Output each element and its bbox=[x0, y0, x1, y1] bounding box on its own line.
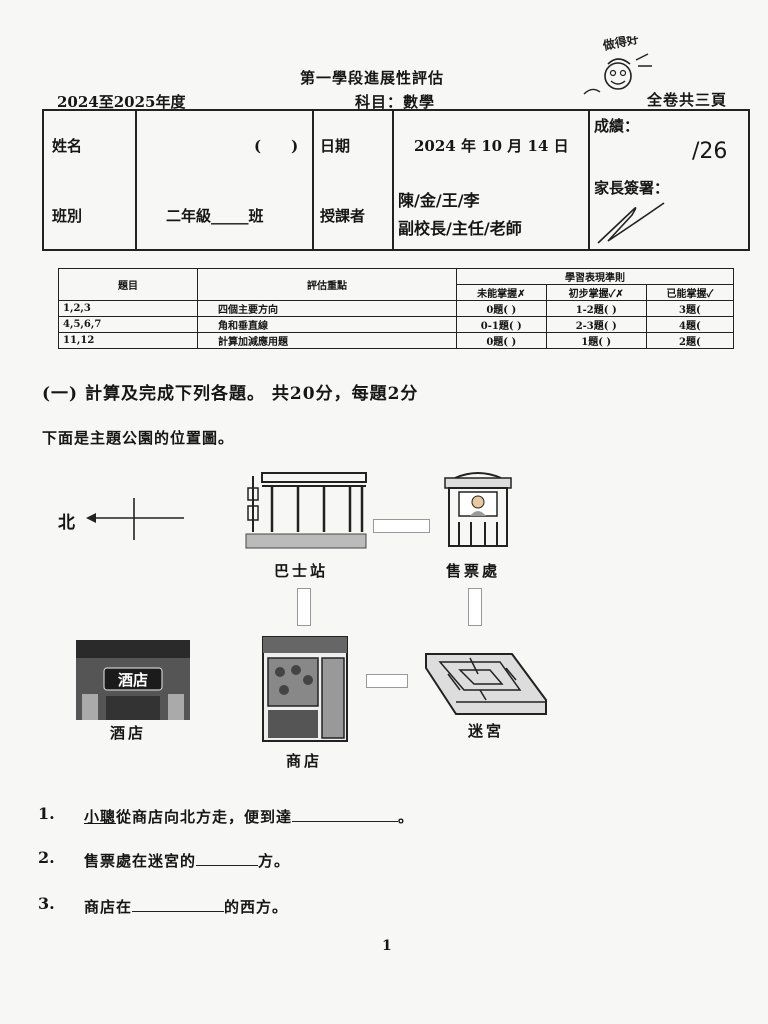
teacher-label: 授課者 bbox=[320, 207, 366, 225]
question-3: 商店在 的西方。 bbox=[84, 896, 288, 917]
row-level1: 0-1題( ) bbox=[456, 316, 547, 333]
teacher-roles: 副校長/主任/老師 bbox=[398, 219, 522, 238]
path-connector bbox=[297, 588, 311, 626]
row-level1: 0題( ) bbox=[456, 332, 547, 349]
section-heading: (一) 計算及完成下列各題。 共20分，每題2分 bbox=[42, 384, 419, 404]
paper-title: 第一學段進展性評估 bbox=[300, 69, 445, 87]
table-row: 11,12 計算加減應用題 0題( ) 1題( ) 2題( bbox=[58, 332, 735, 349]
ticket-office-icon bbox=[444, 472, 512, 547]
hotel-icon: 酒店 bbox=[76, 640, 190, 720]
question-suffix: 方。 bbox=[258, 852, 291, 870]
school-year: 2024至2025年度 bbox=[57, 93, 186, 111]
page-number: 1 bbox=[382, 938, 392, 954]
row-focus: 角和垂直線 bbox=[197, 316, 457, 333]
col-level1: 未能掌握✗ bbox=[456, 284, 547, 301]
question-text: 商店在 bbox=[84, 898, 133, 916]
path-connector bbox=[373, 519, 430, 533]
question-number: 3. bbox=[38, 894, 55, 913]
answer-blank[interactable] bbox=[292, 807, 399, 822]
name-label: 姓名 bbox=[52, 137, 83, 155]
table-row: 1,2,3 四個主要方向 0題( ) 1-2題( ) 3題( bbox=[58, 300, 735, 317]
path-connector bbox=[468, 588, 482, 626]
section-intro: 下面是主題公園的位置圖。 bbox=[42, 429, 235, 447]
seat-number-field[interactable]: ( ) bbox=[254, 137, 299, 155]
north-label: 北 bbox=[58, 513, 75, 533]
row-level3: 4題( bbox=[645, 316, 735, 333]
col-level2: 初步掌握✓✗ bbox=[545, 284, 647, 301]
score-label: 成績： bbox=[594, 117, 640, 135]
score-value: /26 bbox=[692, 139, 728, 164]
row-topic: 4,5,6,7 bbox=[58, 316, 198, 333]
question-suffix: 的西方。 bbox=[224, 898, 289, 916]
row-level2: 1-2題( ) bbox=[545, 300, 647, 317]
maze-icon bbox=[425, 653, 547, 715]
student-info-table: 姓名 ( ) 日期 2024 年 10 月 14 日 成績： /26 班別 二年… bbox=[42, 109, 750, 251]
row-level2: 1題( ) bbox=[545, 332, 647, 349]
row-topic: 11,12 bbox=[58, 332, 198, 349]
col-level3: 已能掌握✓ bbox=[645, 284, 735, 301]
question-text: 從商店向北方走，便到達 bbox=[116, 808, 293, 826]
class-label: 班別 bbox=[52, 207, 83, 225]
north-arrow-icon bbox=[86, 498, 184, 540]
col-standard: 學習表現準則 bbox=[456, 268, 734, 285]
question-1: 小聰從商店向北方走，便到達 。 bbox=[84, 806, 414, 827]
row-topic: 1,2,3 bbox=[58, 300, 198, 317]
row-level3: 3題( bbox=[645, 300, 735, 317]
parent-sign-label: 家長簽署： bbox=[594, 179, 670, 197]
ticket-office-label: 售票處 bbox=[446, 562, 501, 580]
bus-station-icon bbox=[245, 472, 367, 549]
page-count: 全卷共三頁 bbox=[647, 91, 728, 109]
table-row: 4,5,6,7 角和垂直線 0-1題( ) 2-3題( ) 4題( bbox=[58, 316, 735, 333]
col-topic: 題目 bbox=[58, 268, 198, 301]
row-level1: 0題( ) bbox=[456, 300, 547, 317]
row-focus: 計算加減應用題 bbox=[197, 332, 457, 349]
class-value[interactable]: 二年級_____班 bbox=[166, 207, 264, 225]
date-value: 2024 年 10 月 14 日 bbox=[414, 137, 569, 155]
evaluation-rubric-table: 題目 評估重點 學習表現準則 未能掌握✗ 初步掌握✓✗ 已能掌握✓ 1,2,3 … bbox=[58, 268, 735, 349]
bus-station-label: 巴士站 bbox=[274, 562, 329, 580]
question-text: 售票處在迷宮的 bbox=[84, 852, 197, 870]
col-focus: 評估重點 bbox=[197, 268, 457, 301]
maze-label: 迷宮 bbox=[468, 722, 505, 740]
answer-blank[interactable] bbox=[132, 897, 225, 912]
path-connector bbox=[366, 674, 408, 688]
question-number: 1. bbox=[38, 804, 55, 823]
hotel-label: 酒店 bbox=[110, 724, 147, 742]
question-2: 售票處在迷宮的 方。 bbox=[84, 850, 290, 871]
row-focus: 四個主要方向 bbox=[197, 300, 457, 317]
question-suffix: 。 bbox=[398, 808, 415, 826]
date-label: 日期 bbox=[320, 137, 351, 155]
row-level3: 2題( bbox=[645, 332, 735, 349]
row-level2: 2-3題( ) bbox=[545, 316, 647, 333]
parent-signature-icon bbox=[597, 202, 665, 244]
student-name: 小聰 bbox=[84, 808, 117, 826]
answer-blank[interactable] bbox=[196, 851, 259, 866]
hotel-sign-text: 酒店 bbox=[118, 671, 148, 689]
paper-subject: 科目：數學 bbox=[355, 93, 436, 111]
teacher-names: 陳/金/王/李 bbox=[398, 191, 480, 210]
teacher-stamp-icon: 做得好 bbox=[583, 36, 652, 95]
shop-icon bbox=[262, 636, 348, 742]
shop-label: 商店 bbox=[286, 752, 323, 770]
svg-text:做得好: 做得好 bbox=[601, 36, 640, 53]
question-number: 2. bbox=[38, 848, 55, 867]
